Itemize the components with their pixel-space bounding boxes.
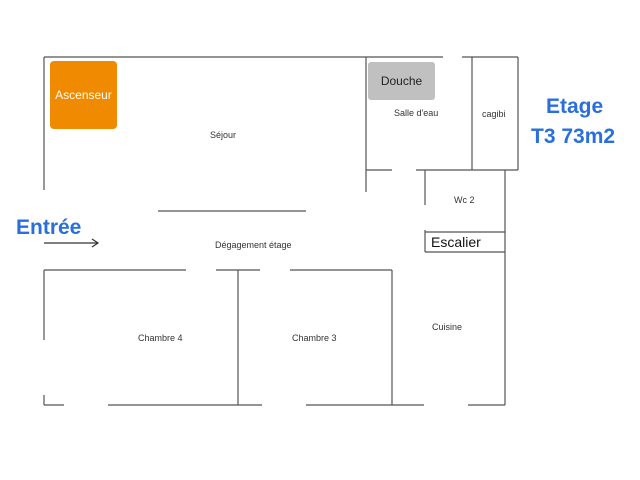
arrow-right-icon [44, 238, 100, 248]
apartment-type-label: T3 73m2 [531, 125, 616, 148]
shower: Douche [368, 62, 435, 100]
room-label-chambre3: Chambre 3 [292, 333, 337, 343]
elevator-label: Ascenseur [55, 88, 112, 102]
room-label-cuisine: Cuisine [432, 322, 463, 332]
room-label-chambre4: Chambre 4 [138, 333, 183, 343]
room-label-cagibi: cagibi [482, 109, 506, 119]
room-label-escalier: Escalier [431, 234, 481, 250]
elevator: Ascenseur [50, 61, 117, 129]
room-label-degagement: Dégagement étage [215, 240, 292, 250]
level-label: Etage [546, 95, 604, 118]
room-label-salle-eau: Salle d'eau [394, 108, 439, 118]
room-label-sejour: Séjour [210, 130, 237, 140]
entrance-label: Entrée [16, 216, 82, 239]
room-label-wc2: Wc 2 [454, 195, 475, 205]
shower-label: Douche [380, 74, 423, 88]
